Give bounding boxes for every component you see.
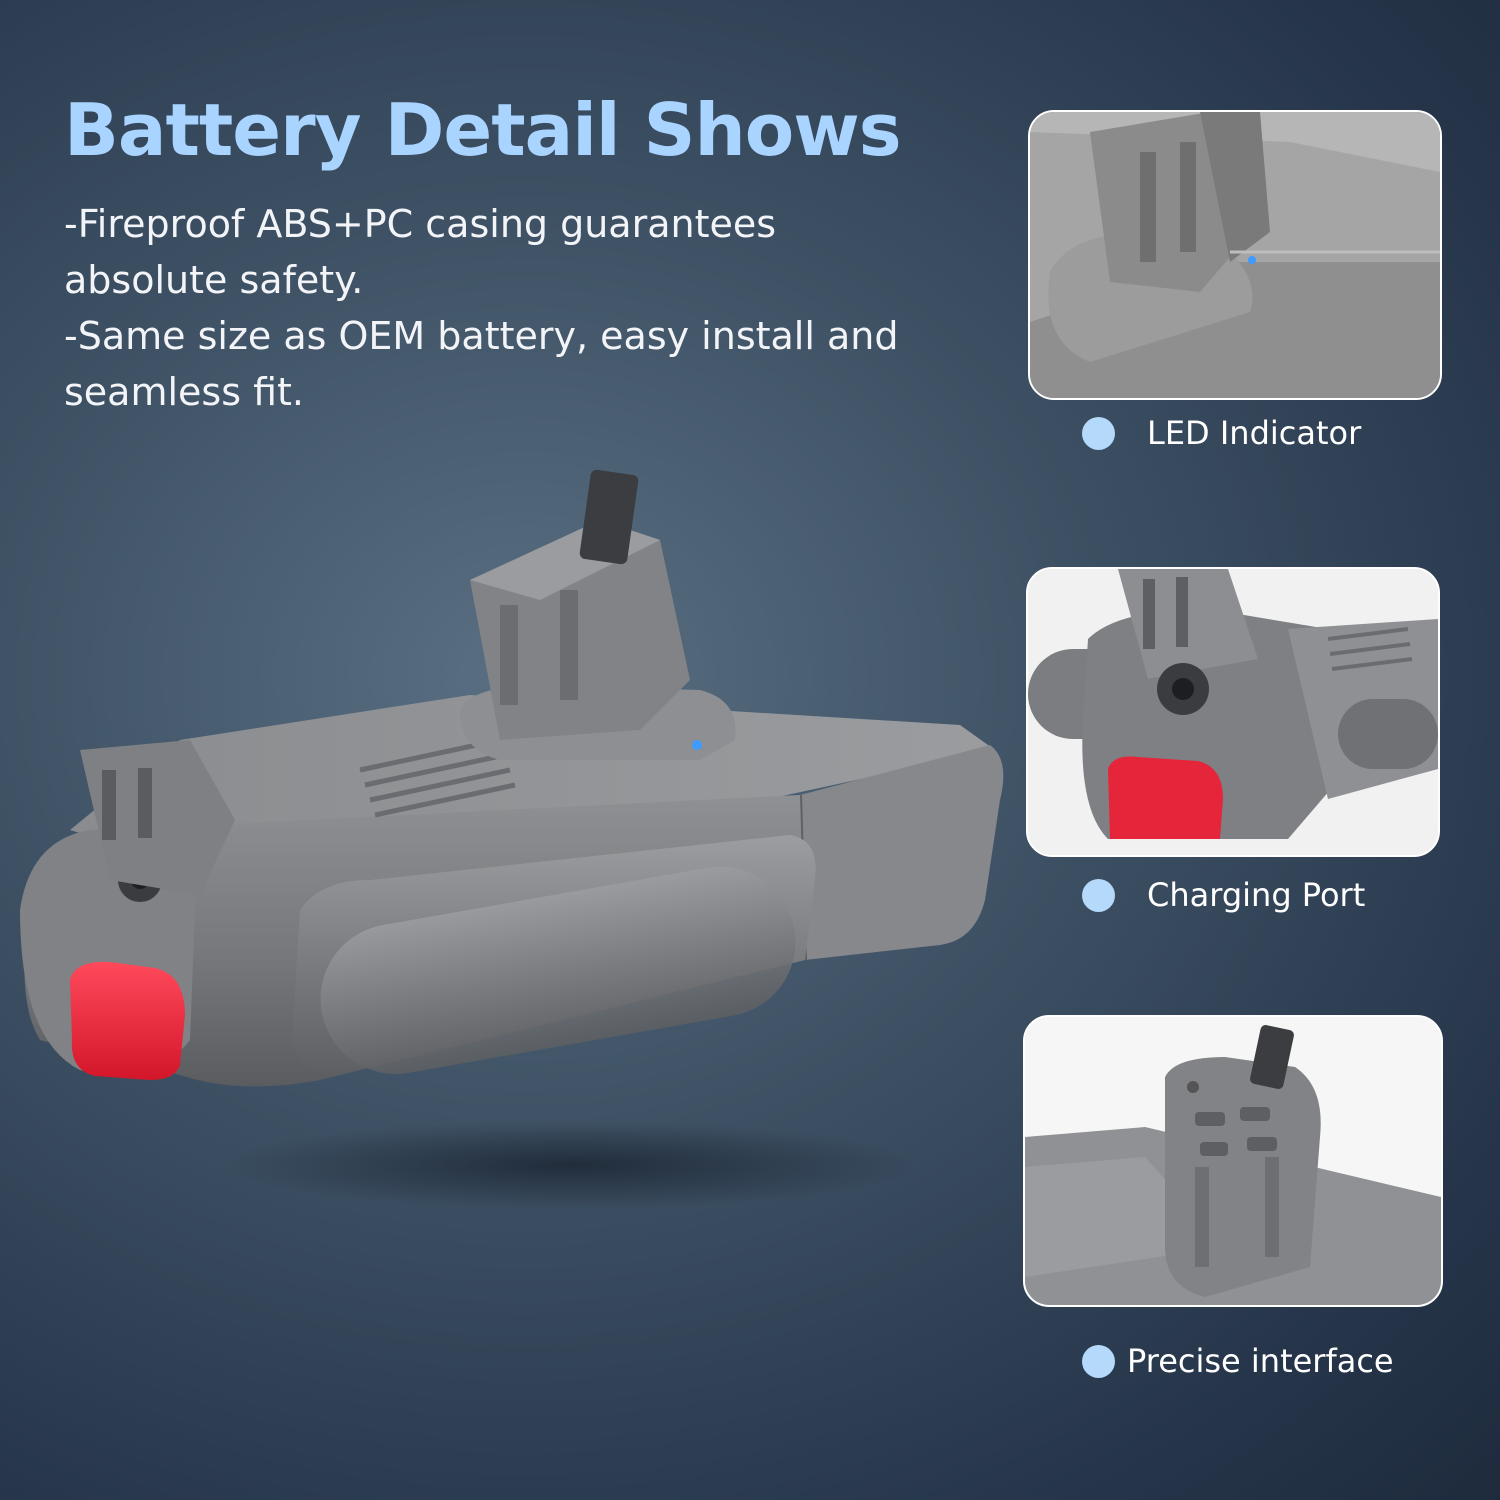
description-line-fit: -Same size as OEM battery, easy install … — [64, 314, 899, 414]
battery-product-image — [20, 469, 1004, 1087]
description-line-casing: -Fireproof ABS+PC casing guarantees abso… — [64, 202, 777, 302]
battery-shadow — [220, 1120, 920, 1210]
caption-label: Charging Port — [1147, 876, 1366, 914]
detail-photo-precise-interface — [1023, 1015, 1443, 1307]
headline: Battery Detail Shows — [64, 88, 902, 172]
caption-label: Precise interface — [1127, 1342, 1394, 1380]
caption-charging-port: Charging Port — [1082, 876, 1365, 914]
caption-label: LED Indicator — [1147, 414, 1362, 452]
detail-photo-charging-port — [1026, 567, 1440, 857]
caption-led-indicator: LED Indicator — [1082, 414, 1361, 452]
description: -Fireproof ABS+PC casing guarantees abso… — [64, 196, 944, 420]
detail-photo-led-indicator — [1028, 110, 1442, 400]
caption-precise-interface: Precise interface — [1082, 1342, 1394, 1380]
bullet-dot — [1082, 878, 1115, 912]
bullet-dot — [1082, 1344, 1115, 1378]
bullet-dot — [1082, 416, 1115, 450]
